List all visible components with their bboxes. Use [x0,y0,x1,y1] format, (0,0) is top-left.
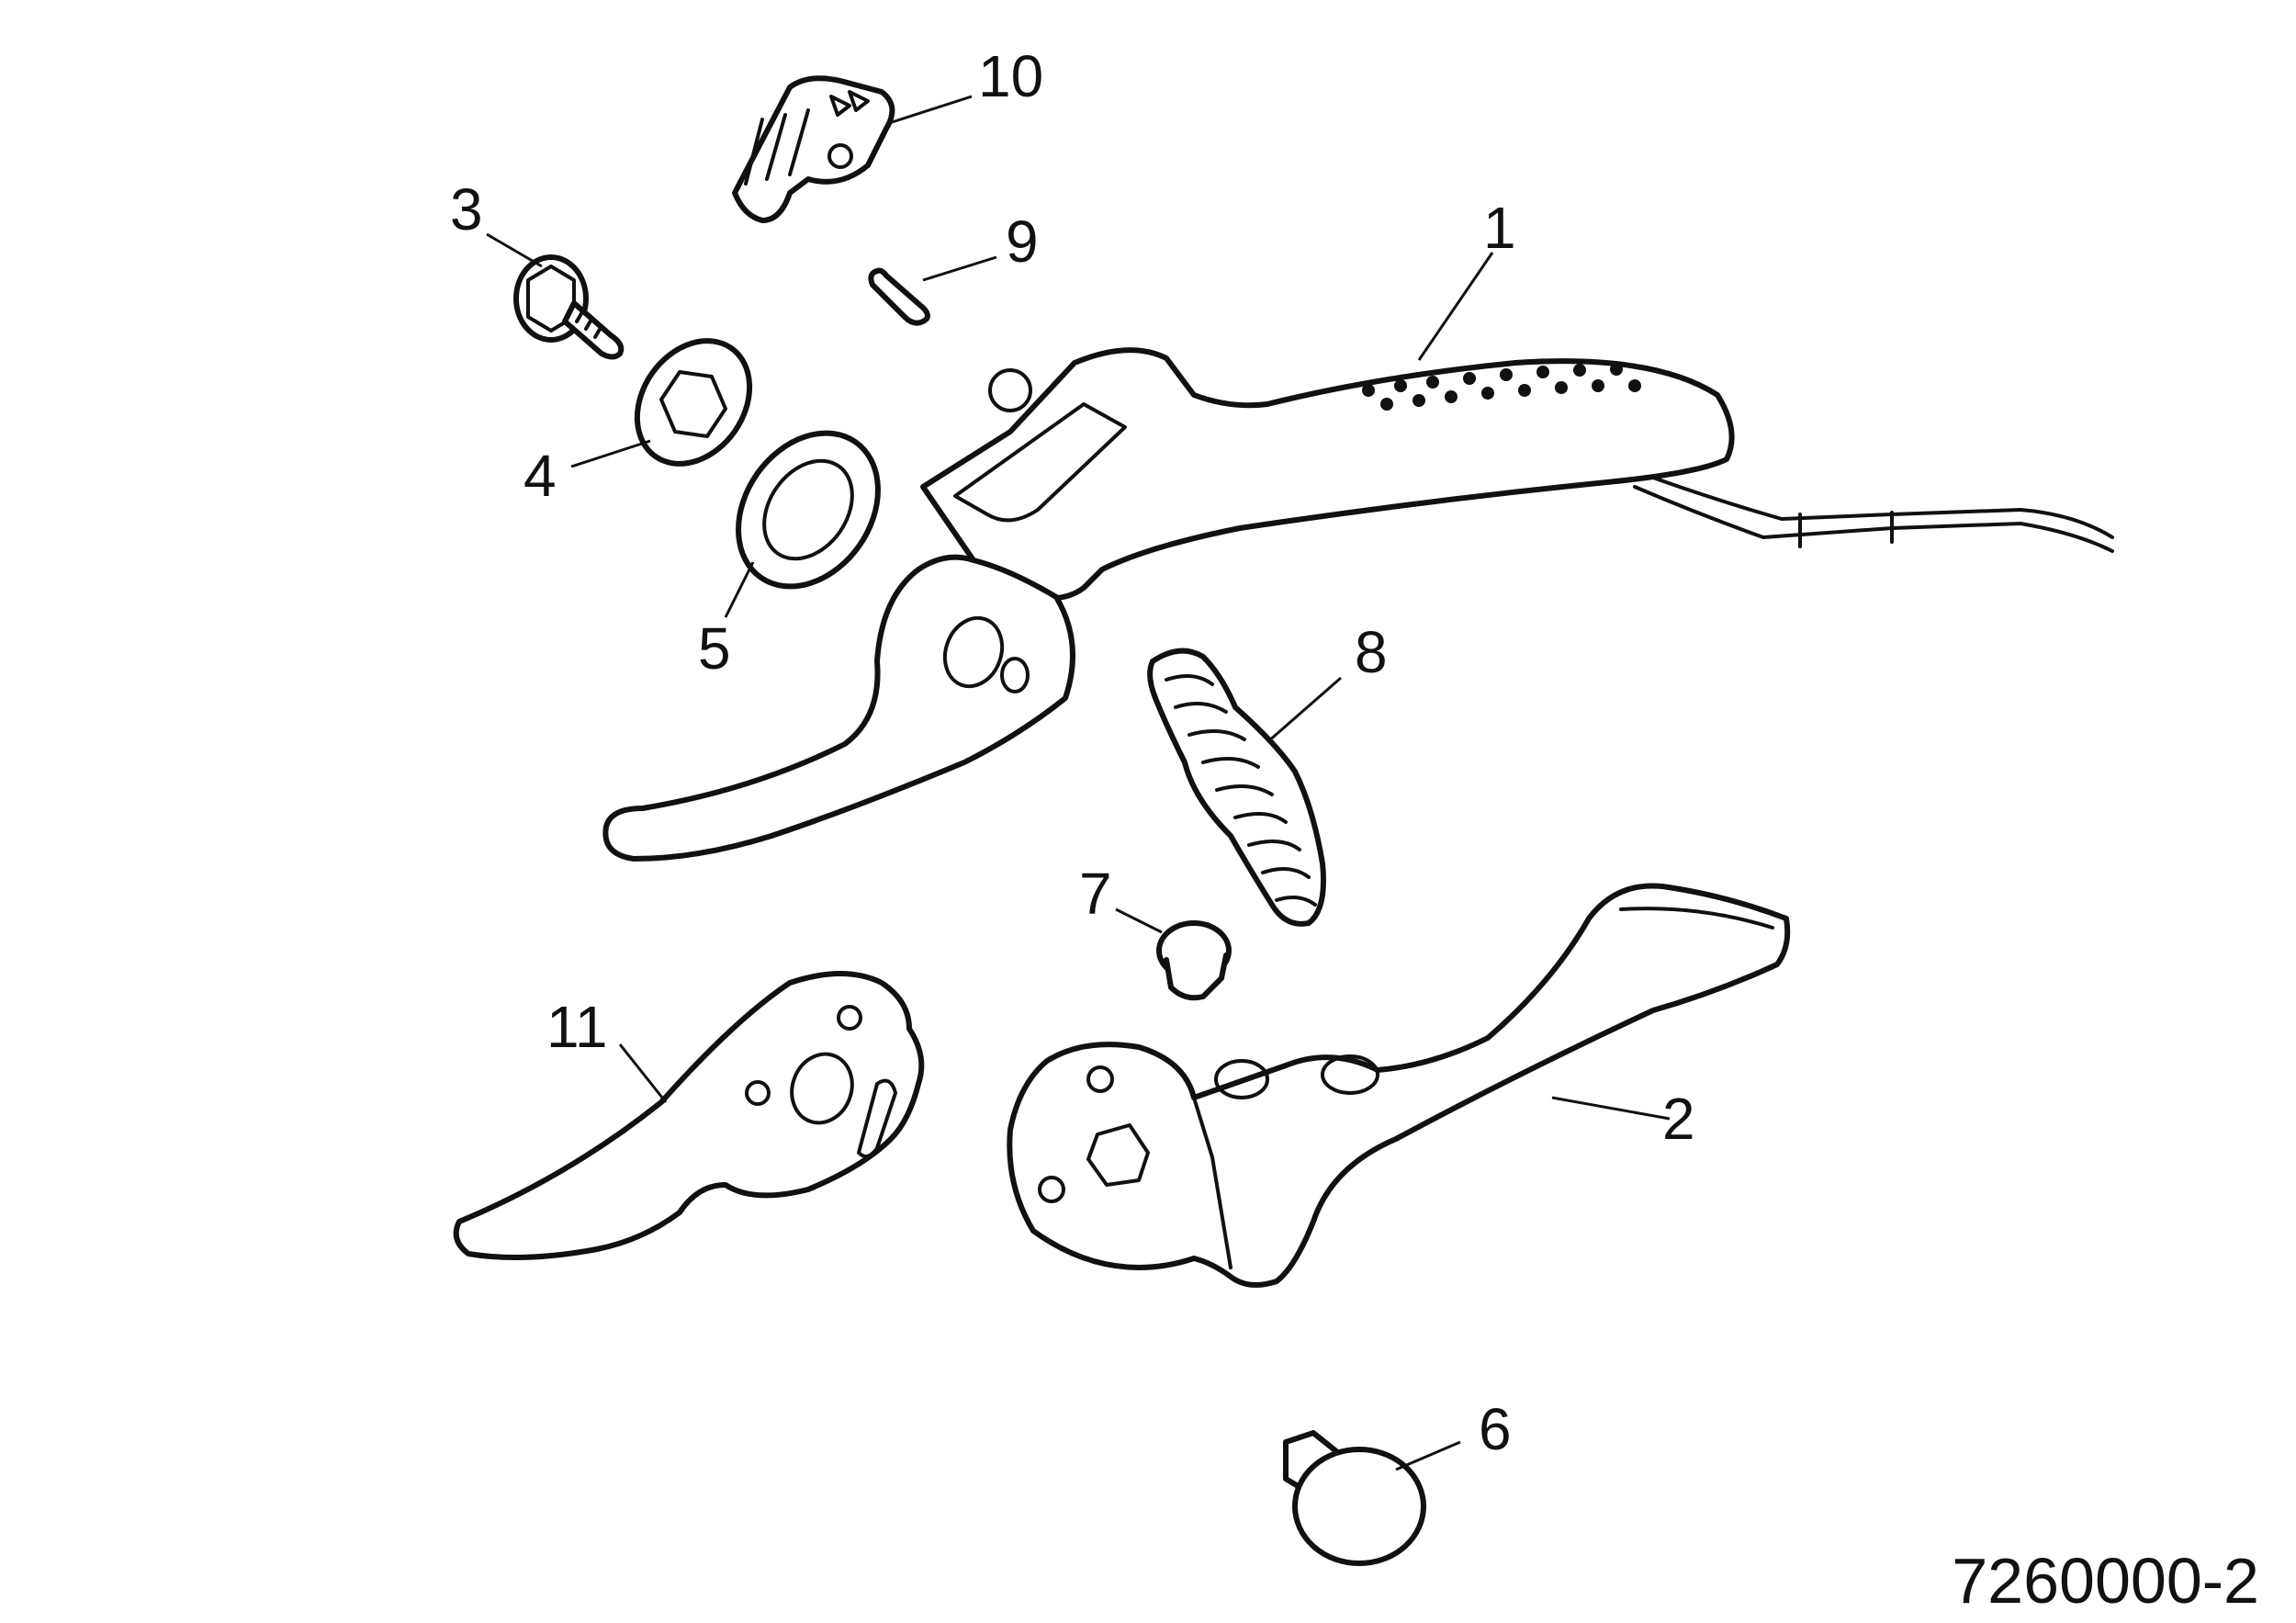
leader-lines [486,95,1671,1471]
part-6-cap-nut [1283,1430,1426,1566]
callout-11: 11 [546,994,607,1060]
grip-dots [1362,363,1641,411]
callout-5: 5 [698,615,731,682]
leader-6 [1395,1440,1461,1471]
callout-10: 10 [978,43,1043,109]
part-3-nut-bolt [513,254,625,360]
leader-10 [885,95,973,126]
callout-6: 6 [1479,1396,1512,1462]
reference-code: 7260000-2 [1952,1545,2259,1617]
leader-7 [1115,907,1163,934]
part-9-pin [868,267,930,326]
leader-5 [724,561,755,618]
part-10-lock-button [732,75,895,223]
part-5-bearing-ring [736,430,881,590]
leader-8 [1266,676,1342,744]
callout-4: 4 [523,443,557,509]
callout-1: 1 [1483,195,1516,261]
part-7-small-cap [1156,920,1232,1001]
leader-2 [1551,1096,1671,1121]
part-2-lower-handle [1007,883,1791,1288]
callout-3: 3 [450,176,483,242]
part-11-anvil-blade [453,971,925,1260]
callout-9: 9 [1006,209,1039,275]
callout-8: 8 [1355,619,1388,685]
leader-4 [570,439,651,468]
callout-7: 7 [1079,861,1112,927]
callout-2: 2 [1662,1086,1695,1152]
leader-1 [1417,252,1494,361]
leader-9 [922,255,997,282]
leader-11 [618,1043,668,1103]
part-8-grip-spring [1147,648,1326,927]
part-1-upper-handle [602,347,2114,862]
part-4-washer [634,338,753,467]
callout-labels: 1 2 3 4 5 6 7 8 9 10 11 [450,43,1695,1462]
leader-3 [486,232,543,268]
